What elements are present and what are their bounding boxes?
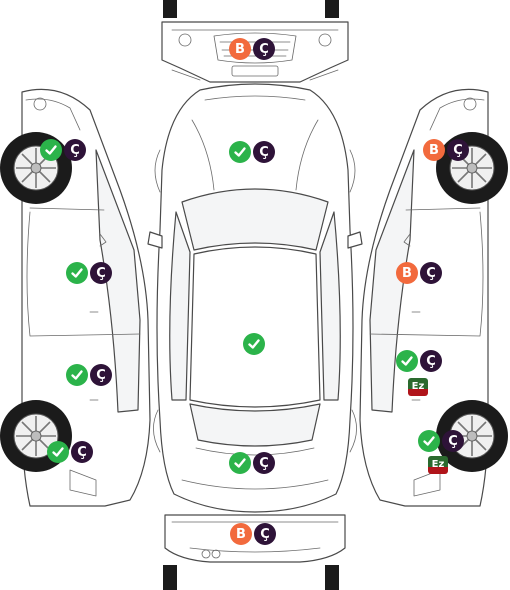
right-side-drawing: [359, 88, 508, 507]
cizik-badge: Ç: [253, 452, 275, 474]
check-mark-icon: [40, 139, 62, 161]
cizik-badge: Ç: [254, 523, 276, 545]
check-mark-icon: [396, 350, 418, 372]
check-mark-icon: [47, 441, 69, 463]
ezik-badge: Ez: [428, 456, 448, 474]
right-rear-door-badges[interactable]: Ç Ez: [396, 350, 442, 396]
left-front-door-badges[interactable]: Ç: [66, 262, 112, 284]
ezik-badge: Ez: [408, 378, 428, 396]
check-mark-icon: [66, 262, 88, 284]
right-front-fender-badges[interactable]: B Ç: [423, 139, 469, 161]
cizik-badge: Ç: [447, 139, 469, 161]
cizik-badge: Ç: [90, 364, 112, 386]
cizik-badge: Ç: [71, 441, 93, 463]
left-rear-door-badges[interactable]: Ç: [66, 364, 112, 386]
check-mark-icon: [229, 452, 251, 474]
cizik-badge: Ç: [64, 139, 86, 161]
left-rear-fender-badges[interactable]: Ç: [47, 441, 93, 463]
check-mark-icon: [243, 333, 265, 355]
cizik-badge: Ç: [253, 141, 275, 163]
left-front-fender-badges[interactable]: Ç: [40, 139, 86, 161]
right-front-door-badges[interactable]: B Ç: [396, 262, 442, 284]
trunk-badges[interactable]: Ç: [229, 452, 275, 474]
boyali-badge: B: [423, 139, 445, 161]
cizik-badge: Ç: [90, 262, 112, 284]
boyali-badge: B: [230, 523, 252, 545]
front-bumper-badges[interactable]: B Ç: [229, 38, 275, 60]
roof-badges[interactable]: [243, 333, 265, 355]
top-view-body-drawing: [147, 83, 363, 513]
boyali-badge: B: [229, 38, 251, 60]
check-mark-icon: [229, 141, 251, 163]
cizik-badge: Ç: [420, 350, 442, 372]
right-rear-fender-badges[interactable]: Ç Ez: [418, 430, 464, 474]
boyali-badge: B: [396, 262, 418, 284]
hood-badges[interactable]: Ç: [229, 141, 275, 163]
rear-bumper-badges[interactable]: B Ç: [230, 523, 276, 545]
check-mark-icon: [66, 364, 88, 386]
cizik-badge: Ç: [253, 38, 275, 60]
cizik-badge: Ç: [442, 430, 464, 452]
check-mark-icon: [418, 430, 440, 452]
cizik-badge: Ç: [420, 262, 442, 284]
